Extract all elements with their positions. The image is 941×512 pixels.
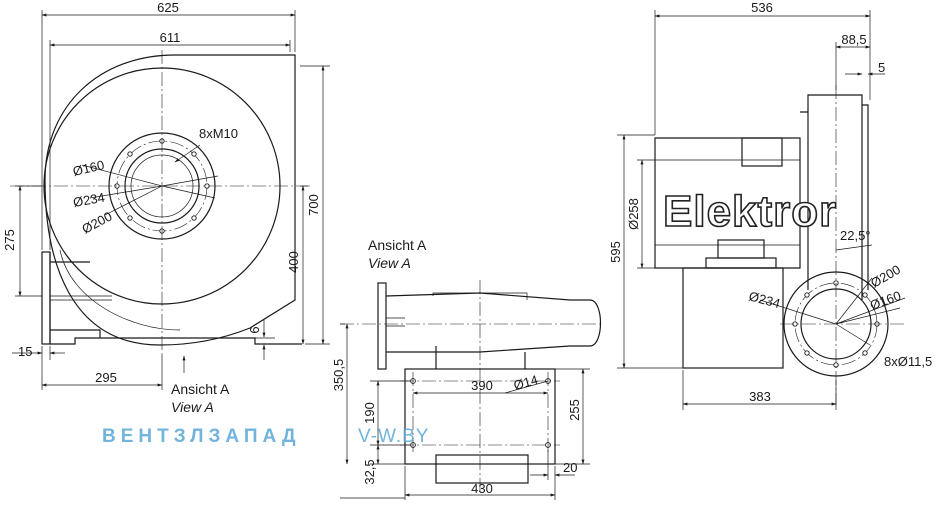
front-view — [10, 10, 330, 390]
annot-angle: 22,5° — [840, 228, 871, 243]
view-a-housing — [385, 292, 601, 353]
terminal-box — [741, 137, 783, 167]
label-ansicht-a-side: Ansicht A — [368, 237, 427, 253]
view-a — [340, 280, 601, 500]
dim-700: 700 — [306, 194, 321, 216]
annot-holes: 8xØ11,5 — [884, 354, 932, 369]
dim-88-5: 88,5 — [841, 32, 866, 47]
brand-logo: Elektror — [663, 187, 837, 236]
dim-255: 255 — [567, 399, 582, 421]
annot-outlet-d234: Ø234 — [747, 288, 782, 311]
fan-housing — [807, 94, 863, 300]
annot-d234: Ø234 — [72, 190, 106, 210]
dim-536: 536 — [751, 0, 773, 15]
label-view-a-side: View A — [368, 255, 411, 271]
annot-8xm10: 8xM10 — [199, 126, 238, 141]
dim-190: 190 — [362, 402, 377, 424]
label-ansicht-a-front: Ansicht A — [171, 381, 230, 397]
dim-383: 383 — [749, 389, 771, 404]
lower-block — [682, 267, 784, 369]
dim-d14: Ø14 — [512, 372, 540, 393]
dim-295: 295 — [95, 370, 117, 385]
dim-595: 595 — [608, 241, 623, 263]
inlet-bolt-holes — [114, 138, 210, 234]
dim-390: 390 — [471, 378, 493, 393]
dim-15: 15 — [18, 344, 32, 359]
dim-d258: Ø258 — [626, 198, 641, 230]
view-a-flange — [377, 282, 387, 370]
dim-430: 430 — [471, 481, 493, 496]
dim-275: 275 — [2, 229, 17, 251]
annot-outlet-d200: Ø200 — [868, 262, 903, 291]
dim-20: 20 — [563, 460, 577, 475]
front-outlet-flange — [41, 251, 51, 345]
dim-32-5: 32,5 — [362, 459, 377, 484]
dim-625: 625 — [157, 0, 179, 15]
side-view — [617, 10, 906, 410]
watermark-name: ВЕНТЗЛЗАПАД — [102, 426, 300, 447]
dim-350-5: 350,5 — [331, 359, 346, 392]
annot-d200: Ø200 — [79, 208, 114, 236]
dim-5: 5 — [878, 60, 885, 75]
dim-400: 400 — [286, 251, 301, 273]
dim-611: 611 — [160, 30, 181, 45]
dim-6: 6 — [247, 326, 262, 333]
front-housing — [44, 54, 296, 346]
annot-d160: Ø160 — [71, 157, 105, 179]
label-view-a-front: View A — [171, 399, 214, 415]
watermark-site: V-W.BY — [358, 426, 429, 447]
